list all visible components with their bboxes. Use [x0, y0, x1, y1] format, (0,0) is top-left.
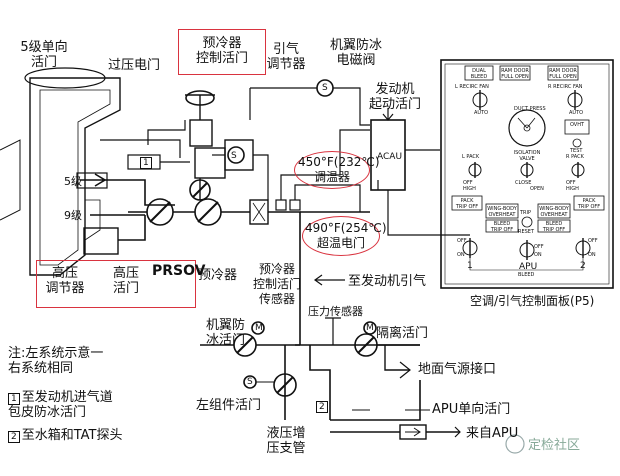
- panel-isolation: ISOLATION VALVE: [513, 150, 541, 162]
- panel-bleed2-off: OFF: [588, 238, 598, 244]
- label-wing-ai-solenoid: 机翼防冰 电磁阀: [329, 38, 382, 68]
- marker-s-regulator: S: [231, 151, 237, 161]
- panel-apu-on: ON: [534, 252, 542, 258]
- panel-r-pack: R PACK: [566, 154, 584, 160]
- panel-apu-label: APU: [519, 262, 538, 272]
- panel-btn-dual-bleed[interactable]: DUAL BLEED: [470, 68, 488, 80]
- label-hp-valve: 高压 活门: [112, 266, 139, 296]
- panel-l-recirc-auto: AUTO: [474, 110, 489, 116]
- label-precooler-sensor: 预冷器 控制活门 传感器: [252, 262, 301, 306]
- panel-l-pack-high: HIGH: [463, 186, 476, 192]
- label-wing-ai-valve: 机翼防 冰活门: [206, 318, 246, 348]
- panel-wing-body-left: WING-BODY OVERHEAT: [487, 206, 517, 218]
- label-engine-start-valve: 发动机 起动活门: [368, 82, 421, 112]
- marker-2: 2: [316, 398, 330, 413]
- panel-test: TEST: [570, 148, 583, 154]
- label-isolation-valve: 隔离活门: [376, 326, 429, 341]
- panel-bleed1-label: 1: [467, 261, 473, 271]
- panel-trip: TRIP: [520, 210, 532, 216]
- label-manifold: 液压增 压支管: [266, 426, 306, 456]
- note-2-marker: 2: [8, 431, 20, 443]
- label-apu-check-valve: APU单向活门: [432, 402, 511, 417]
- label-acau: ACAU: [377, 152, 403, 162]
- panel-bleed2-on: ON: [588, 252, 596, 258]
- highlight-450f: [294, 151, 370, 189]
- marker-1: 1: [140, 154, 154, 169]
- panel-l-pack-off: OFF: [463, 180, 473, 186]
- panel-reset[interactable]: RESET: [518, 229, 535, 235]
- label-precooler: 预冷器: [198, 268, 238, 283]
- panel-l-recirc: L RECIRC FAN: [455, 84, 489, 90]
- panel-pack-trip-right: PACK TRIP OFF: [577, 198, 601, 210]
- label-panel-caption: 空调/引气控制面板(P5): [470, 294, 595, 308]
- label-from-apu: 来自APU: [466, 426, 519, 441]
- highlight-hp-prsov: [36, 260, 196, 308]
- marker-s-solenoid: S: [322, 83, 328, 93]
- panel-pack-trip-left: PACK TRIP OFF: [455, 198, 479, 210]
- label-left-pack-valve: 左组件活门: [196, 398, 262, 413]
- label-stage5-valve: 5级单向 活门: [20, 40, 68, 70]
- label-prsov: PRSOV: [152, 263, 206, 279]
- note-2-text: 至水箱和TAT探头: [21, 428, 123, 443]
- marker-m-wing: M: [255, 323, 263, 333]
- label-overpressure-solenoid: 过压电门: [108, 58, 161, 73]
- panel-r-pack-high: HIGH: [566, 186, 579, 192]
- panel-bleed-label: BLEED: [518, 272, 535, 278]
- note-1-marker: 1: [8, 393, 20, 405]
- panel-bleed1-on: ON: [457, 252, 465, 258]
- label-stage5: 5级: [64, 175, 82, 188]
- note-1-text: 至发动机进气道 包皮防冰活门: [8, 390, 113, 420]
- label-pressure-sensor: 压力传感器: [308, 305, 363, 318]
- label-temp-490: 490°F(254℃) 超温电门: [305, 221, 387, 250]
- marker-s-pack: S: [247, 377, 253, 387]
- panel-duct-press: DUCT PRESS: [514, 106, 546, 112]
- watermark-text: 定检社区: [528, 438, 581, 453]
- highlight-490f: [302, 216, 380, 256]
- panel-btn-ram-left[interactable]: RAM DOOR FULL OPEN: [501, 68, 529, 80]
- panel-ovht[interactable]: OVHT: [569, 122, 585, 128]
- panel-r-recirc: R RECIRC FAN: [548, 84, 583, 90]
- highlight-precooler-valve: [178, 29, 266, 75]
- label-stage9: 9级: [64, 209, 82, 222]
- panel-isolation-open: OPEN: [530, 186, 544, 192]
- panel-bleed-trip-right: BLEED TRIP OFF: [542, 221, 566, 233]
- label-temp-450: 450°F(232℃) 调温器: [298, 155, 380, 184]
- label-to-engine-bleed: 至发动机引气: [348, 274, 427, 289]
- marker-m-isolation: M: [366, 323, 374, 333]
- label-ground-air-conn: 地面气源接口: [418, 362, 497, 377]
- label-precooler-control-valve: 预冷器 控制活门: [195, 36, 248, 66]
- panel-bleed-trip-left: BLEED TRIP OFF: [490, 221, 514, 233]
- panel-apu-off: OFF: [534, 244, 544, 250]
- panel-r-pack-off: OFF: [566, 180, 576, 186]
- panel-r-recirc-auto: AUTO: [569, 110, 584, 116]
- panel-bleed1-off: OFF: [457, 238, 467, 244]
- label-hp-regulator: 高压 调节器: [45, 266, 85, 296]
- label-bleed-regulator: 引气 调节器: [266, 42, 306, 72]
- panel-wing-body-right: WING-BODY OVERHEAT: [539, 206, 569, 218]
- note-title: 注:左系统示意一 右系统相同: [8, 346, 104, 376]
- panel-isolation-close: CLOSE: [515, 180, 532, 186]
- panel-btn-ram-right[interactable]: RAM DOOR FULL OPEN: [549, 68, 577, 80]
- panel-l-pack: L PACK: [462, 154, 480, 160]
- panel-bleed2-label: 2: [580, 261, 586, 271]
